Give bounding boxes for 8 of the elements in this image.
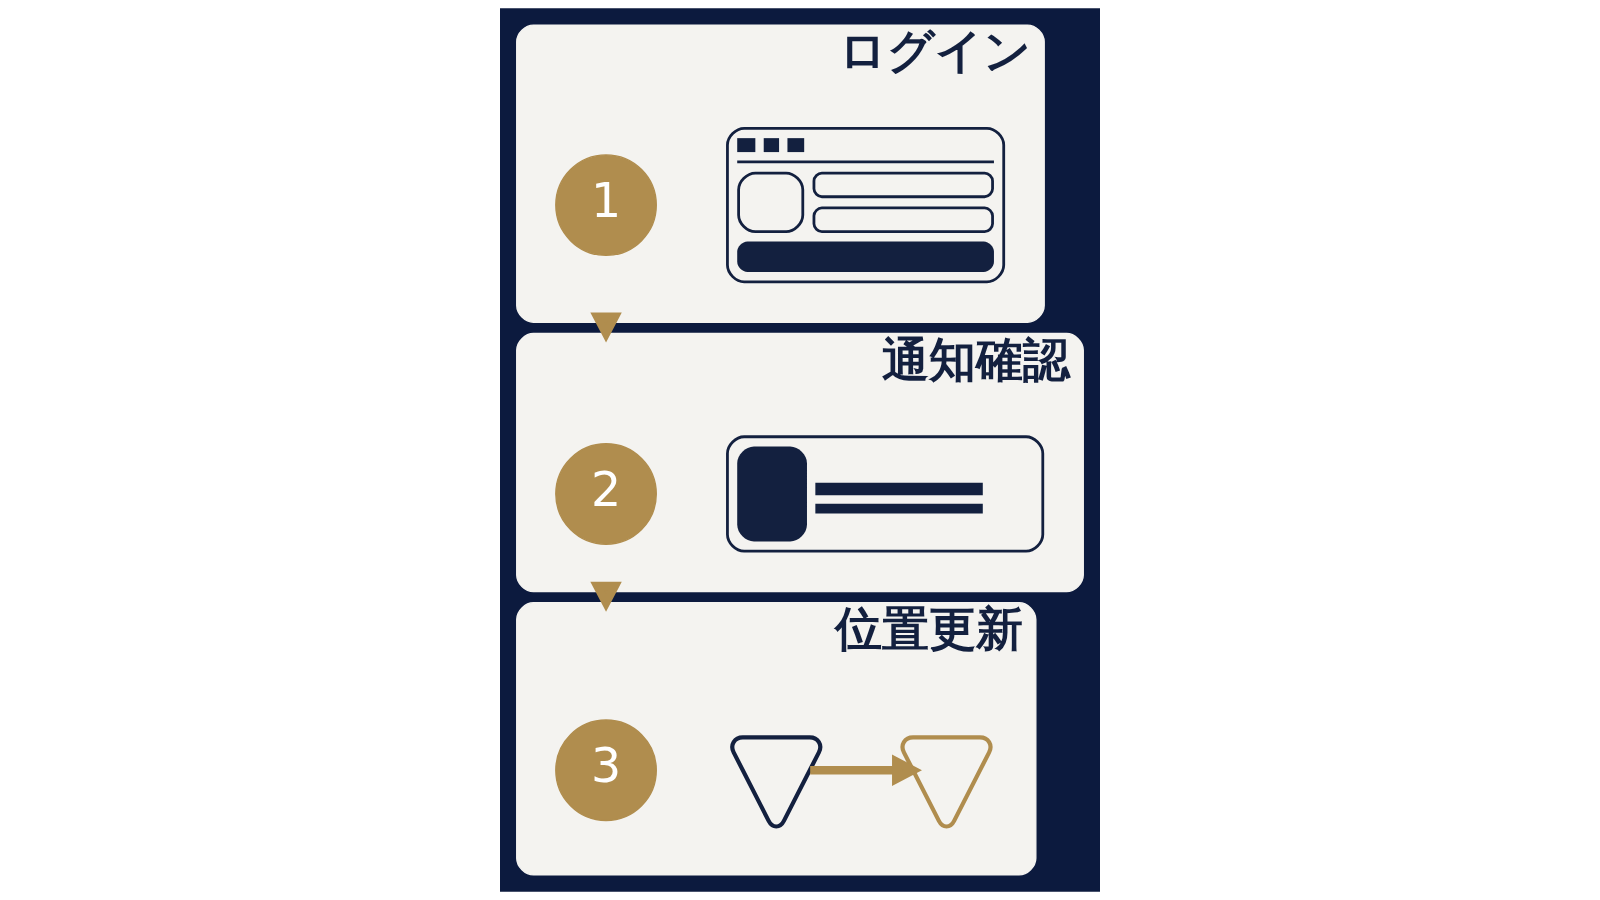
node-circle: 2 [555,443,657,545]
arrow [590,312,622,343]
node-picture [730,735,823,829]
node-picture [900,735,993,829]
arrow [810,754,922,786]
node-circle: 1 [555,154,657,257]
arrow [590,581,622,612]
node-circle: 3 [555,719,657,822]
